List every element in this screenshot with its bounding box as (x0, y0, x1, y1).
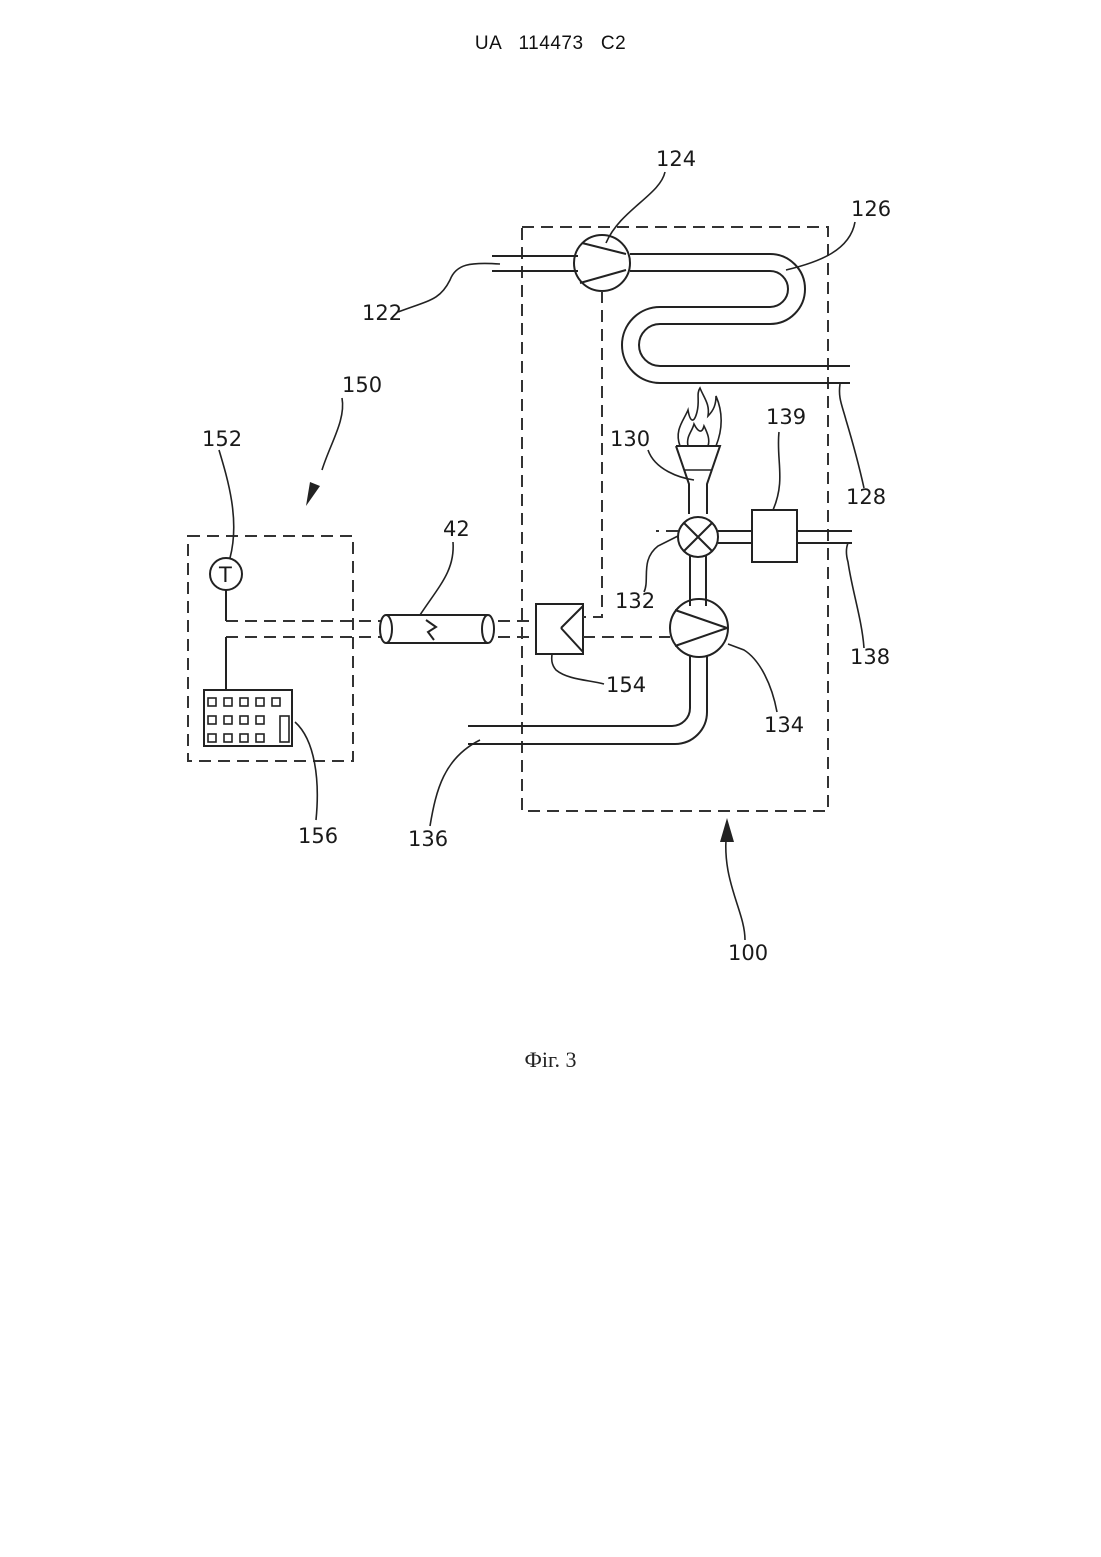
flame-icon (678, 388, 721, 446)
label-134: 134 (764, 713, 804, 737)
gas-meter-box (752, 510, 797, 562)
thermostat-symbol: T (218, 563, 232, 587)
label-126: 126 (851, 197, 891, 221)
figure-caption: Фіг. 3 (0, 1047, 1101, 1073)
burner (676, 446, 720, 514)
label-42: 42 (443, 517, 470, 541)
control-signal-lines (226, 291, 678, 637)
label-124: 124 (656, 147, 696, 171)
control-module (536, 604, 583, 654)
label-156: 156 (298, 824, 338, 848)
return-pipe (468, 656, 707, 744)
label-139: 139 (766, 405, 806, 429)
label-100: 100 (728, 941, 768, 965)
label-154: 154 (606, 673, 646, 697)
label-130: 130 (610, 427, 650, 451)
inlet-pipe (492, 256, 578, 271)
label-150: 150 (342, 373, 382, 397)
outlet-pipe (828, 366, 850, 383)
keypad (204, 690, 292, 746)
gas-valve (678, 517, 718, 557)
remote-unit-boundary (188, 536, 353, 761)
label-122: 122 (362, 301, 402, 325)
pump-134 (670, 599, 728, 657)
gas-supply-pipe (718, 531, 852, 543)
label-138: 138 (850, 645, 890, 669)
label-152: 152 (202, 427, 242, 451)
heat-exchanger-coil (622, 254, 828, 383)
arrow-100 (720, 818, 734, 842)
label-132: 132 (615, 589, 655, 613)
circulation-pump (574, 235, 630, 291)
label-128: 128 (846, 485, 886, 509)
arrow-150 (306, 482, 320, 506)
label-136: 136 (408, 827, 448, 851)
communication-cable (380, 615, 494, 643)
